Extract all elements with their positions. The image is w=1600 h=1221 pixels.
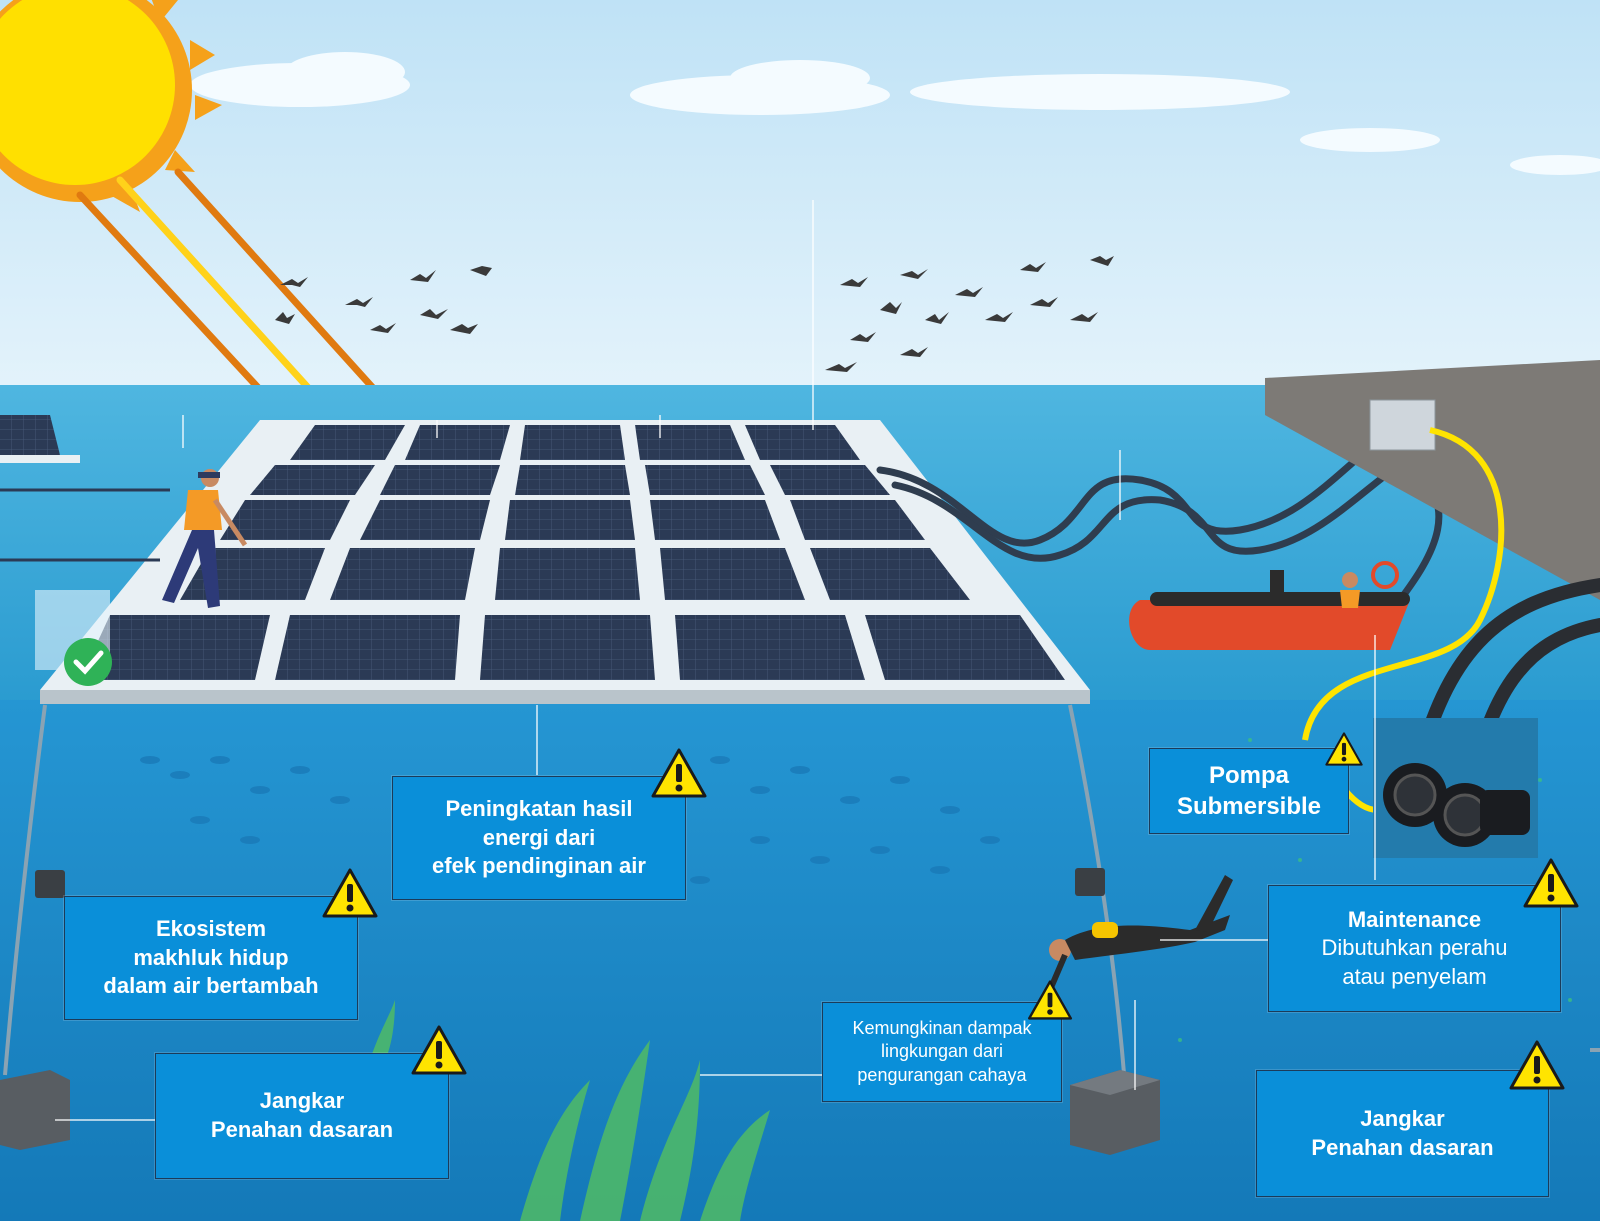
callout-peningkatan-energi: Peningkatan hasil energi dari efek pendi… <box>392 776 686 900</box>
buoys <box>35 868 1105 898</box>
callout-title: Maintenance <box>1347 906 1482 932</box>
callout-line: dalam air bertambah <box>103 973 319 999</box>
warning-triangle-icon <box>1509 1040 1565 1090</box>
callout-kemungkinan-dampak: Kemungkinan dampak lingkungan dari pengu… <box>822 1002 1062 1102</box>
warning-triangle-icon <box>651 748 707 798</box>
distant-panels <box>0 415 170 562</box>
pier <box>1265 360 1600 600</box>
callout-line: Submersible <box>1176 793 1322 820</box>
worker-figure <box>162 469 248 608</box>
check-badge-icon <box>35 590 112 686</box>
yellow-cable <box>1302 427 1505 741</box>
diver <box>1047 875 1233 992</box>
callout-line: Kemungkinan dampak <box>852 1017 1032 1038</box>
callout-line: atau penyelam <box>1342 963 1487 989</box>
warning-triangle-icon <box>1325 732 1363 766</box>
callout-ekosistem: Ekosistem makhluk hidup dalam air bertam… <box>64 896 358 1020</box>
callout-line: efek pendinginan air <box>432 853 646 879</box>
callout-line: Dibutuhkan perahu <box>1321 935 1508 961</box>
callout-line: Penahan dasaran <box>1311 1134 1494 1160</box>
callout-line: energi dari <box>482 824 596 850</box>
callout-jangkar-left: Jangkar Penahan dasaran <box>155 1053 449 1179</box>
callout-line: Penahan dasaran <box>210 1117 394 1142</box>
callout-line: Jangkar <box>259 1088 345 1114</box>
pump-photo <box>1373 718 1538 858</box>
callout-line: Peningkatan hasil <box>445 796 633 822</box>
seaweed <box>370 1000 770 1221</box>
warning-triangle-icon <box>411 1025 467 1075</box>
particles <box>1178 738 1572 1042</box>
callout-jangkar-right: Jangkar Penahan dasaran <box>1256 1070 1549 1197</box>
callout-line: pengurangan cahaya <box>857 1064 1027 1085</box>
callout-line: Ekosistem <box>155 916 267 942</box>
fish-school <box>140 756 1000 884</box>
warning-triangle-icon <box>322 868 378 918</box>
birds <box>275 256 1114 372</box>
sun-icon <box>0 0 222 212</box>
warning-triangle-icon <box>1523 858 1579 908</box>
boat <box>1129 561 1410 650</box>
callout-line: Jangkar <box>1360 1105 1445 1131</box>
leader-lines <box>55 200 1376 1121</box>
callout-maintenance: Maintenance Dibutuhkan perahu atau penye… <box>1268 885 1561 1012</box>
callout-line: makhluk hidup <box>133 944 289 970</box>
clouds <box>190 52 1600 175</box>
callout-line: lingkungan dari <box>880 1041 1004 1062</box>
solar-panels <box>80 425 1065 680</box>
callout-line: Pompa <box>1208 761 1289 789</box>
anchor-blocks <box>0 1070 1160 1155</box>
warning-triangle-icon <box>1027 980 1072 1020</box>
callout-pompa-submersible: Pompa Submersible <box>1149 748 1349 834</box>
mooring-lines <box>3 704 1600 1086</box>
